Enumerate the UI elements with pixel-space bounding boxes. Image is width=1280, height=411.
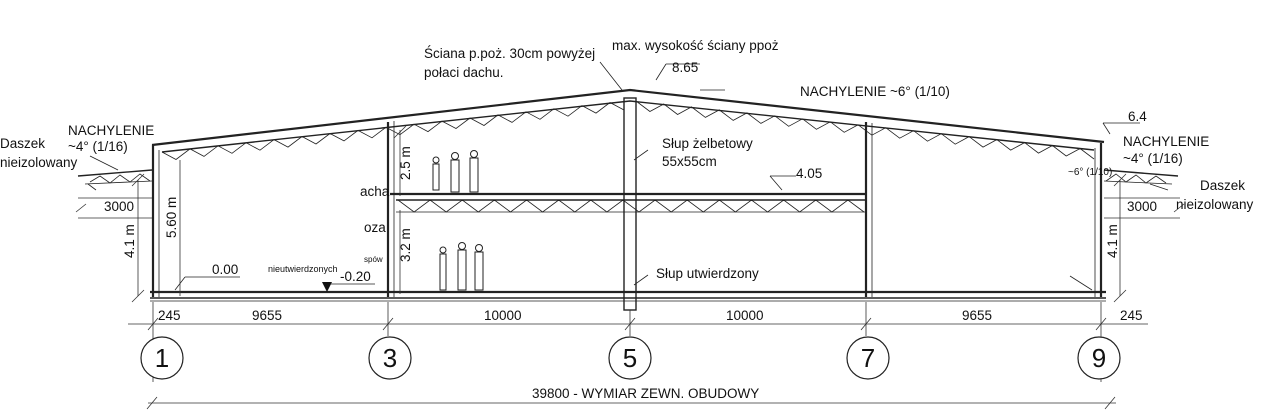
mezz-lower-height: 3.2 m bbox=[398, 228, 413, 262]
firewall-note-line2: połaci dachu. bbox=[424, 65, 504, 80]
left-slope-value: ~4° (1/16) bbox=[68, 139, 128, 154]
right-canopy bbox=[1103, 169, 1179, 185]
left-inner-height: 5.60 m bbox=[164, 197, 179, 238]
left-canopy bbox=[77, 169, 153, 191]
left-canopy-width: 3000 bbox=[104, 199, 134, 214]
axis-circle-9 bbox=[1077, 336, 1121, 380]
column-braced-label: Słup utwierdzony bbox=[656, 266, 759, 281]
axis-circle-3 bbox=[368, 336, 412, 380]
axis-label-9: 9 bbox=[1092, 343, 1106, 373]
floor-slab bbox=[150, 290, 1106, 302]
mezzanine-level: 4.05 bbox=[796, 166, 822, 181]
axis-circle-7 bbox=[846, 336, 890, 380]
span-9655-left: 9655 bbox=[252, 308, 282, 323]
right-slope-title: NACHYLENIE bbox=[1123, 134, 1209, 149]
axis-label-7: 7 bbox=[861, 343, 875, 373]
max-wall-height-value: 8.65 bbox=[672, 60, 698, 75]
right-canopy-line2: nieizolowany bbox=[1176, 197, 1254, 212]
annotations: Ściana p.poż. 30cm powyżej połaci dachu.… bbox=[0, 38, 1254, 401]
axis-label-5: 5 bbox=[623, 343, 637, 373]
truss-web bbox=[161, 102, 625, 160]
axis-circle-5 bbox=[608, 336, 652, 380]
people-upper bbox=[432, 150, 479, 193]
mezzanine-truss bbox=[397, 199, 865, 213]
floor-unconsolidated-note: nieutwierdzonych bbox=[268, 264, 338, 274]
column-rc-line1: Słup żelbetowy bbox=[662, 136, 753, 151]
main-slope-label: NACHYLENIE ~6° (1/10) bbox=[800, 84, 950, 99]
span-9655-right: 9655 bbox=[962, 308, 992, 323]
people-lower bbox=[439, 242, 484, 291]
span-245-left: 245 bbox=[158, 308, 181, 323]
right-canopy-line1: Daszek bbox=[1200, 178, 1245, 193]
left-canopy-line2: nieizolowany bbox=[0, 155, 78, 170]
axis-label-3: 3 bbox=[383, 343, 397, 373]
total-width-label: 39800 - WYMIAR ZEWN. OBUDOWY bbox=[532, 386, 759, 401]
left-canopy-line1: Daszek bbox=[0, 136, 45, 151]
vertical-dimensions bbox=[75, 125, 1185, 303]
partial-label-2: oza bbox=[364, 220, 386, 235]
mezz-upper-height: 2.5 m bbox=[398, 146, 413, 180]
partial-label-1: acha bbox=[360, 184, 390, 199]
right-eave-height: 4.1 m bbox=[1105, 224, 1120, 258]
column-rc-line2: 55x55cm bbox=[662, 154, 717, 169]
right-slope-value: ~4° (1/16) bbox=[1123, 151, 1183, 166]
span-10000-left: 10000 bbox=[484, 308, 522, 323]
mezzanine bbox=[390, 192, 866, 213]
roof-truss-left bbox=[161, 102, 625, 160]
grid-axes: 1 3 5 7 9 bbox=[140, 336, 1121, 382]
roof bbox=[151, 88, 1105, 160]
columns bbox=[151, 97, 1103, 311]
level-markers bbox=[174, 63, 1140, 292]
axis-circle-1 bbox=[140, 336, 184, 380]
leader-lines bbox=[89, 61, 1169, 286]
total-dimension-line bbox=[146, 396, 1116, 410]
span-dimension-line bbox=[128, 302, 1148, 336]
span-245-right: 245 bbox=[1120, 308, 1143, 323]
span-10000-right: 10000 bbox=[726, 308, 764, 323]
right-canopy-width: 3000 bbox=[1127, 199, 1157, 214]
truss-web bbox=[397, 199, 865, 213]
floor-low-level: -0.20 bbox=[340, 269, 371, 284]
right-small-slope: ~6° (1/10) bbox=[1068, 167, 1112, 178]
max-wall-height-label: max. wysokość ściany ppoż bbox=[612, 38, 779, 53]
right-eave-level: 6.4 bbox=[1128, 109, 1147, 124]
column-axis-5-rc bbox=[623, 97, 637, 311]
left-eave-height: 4.1 m bbox=[122, 224, 137, 258]
left-slope-title: NACHYLENIE bbox=[68, 123, 154, 138]
partial-label-3: spów bbox=[364, 255, 383, 264]
axis-label-1: 1 bbox=[155, 343, 169, 373]
floor-level: 0.00 bbox=[212, 262, 238, 277]
firewall-note-line1: Ściana p.poż. 30cm powyżej bbox=[424, 46, 595, 61]
